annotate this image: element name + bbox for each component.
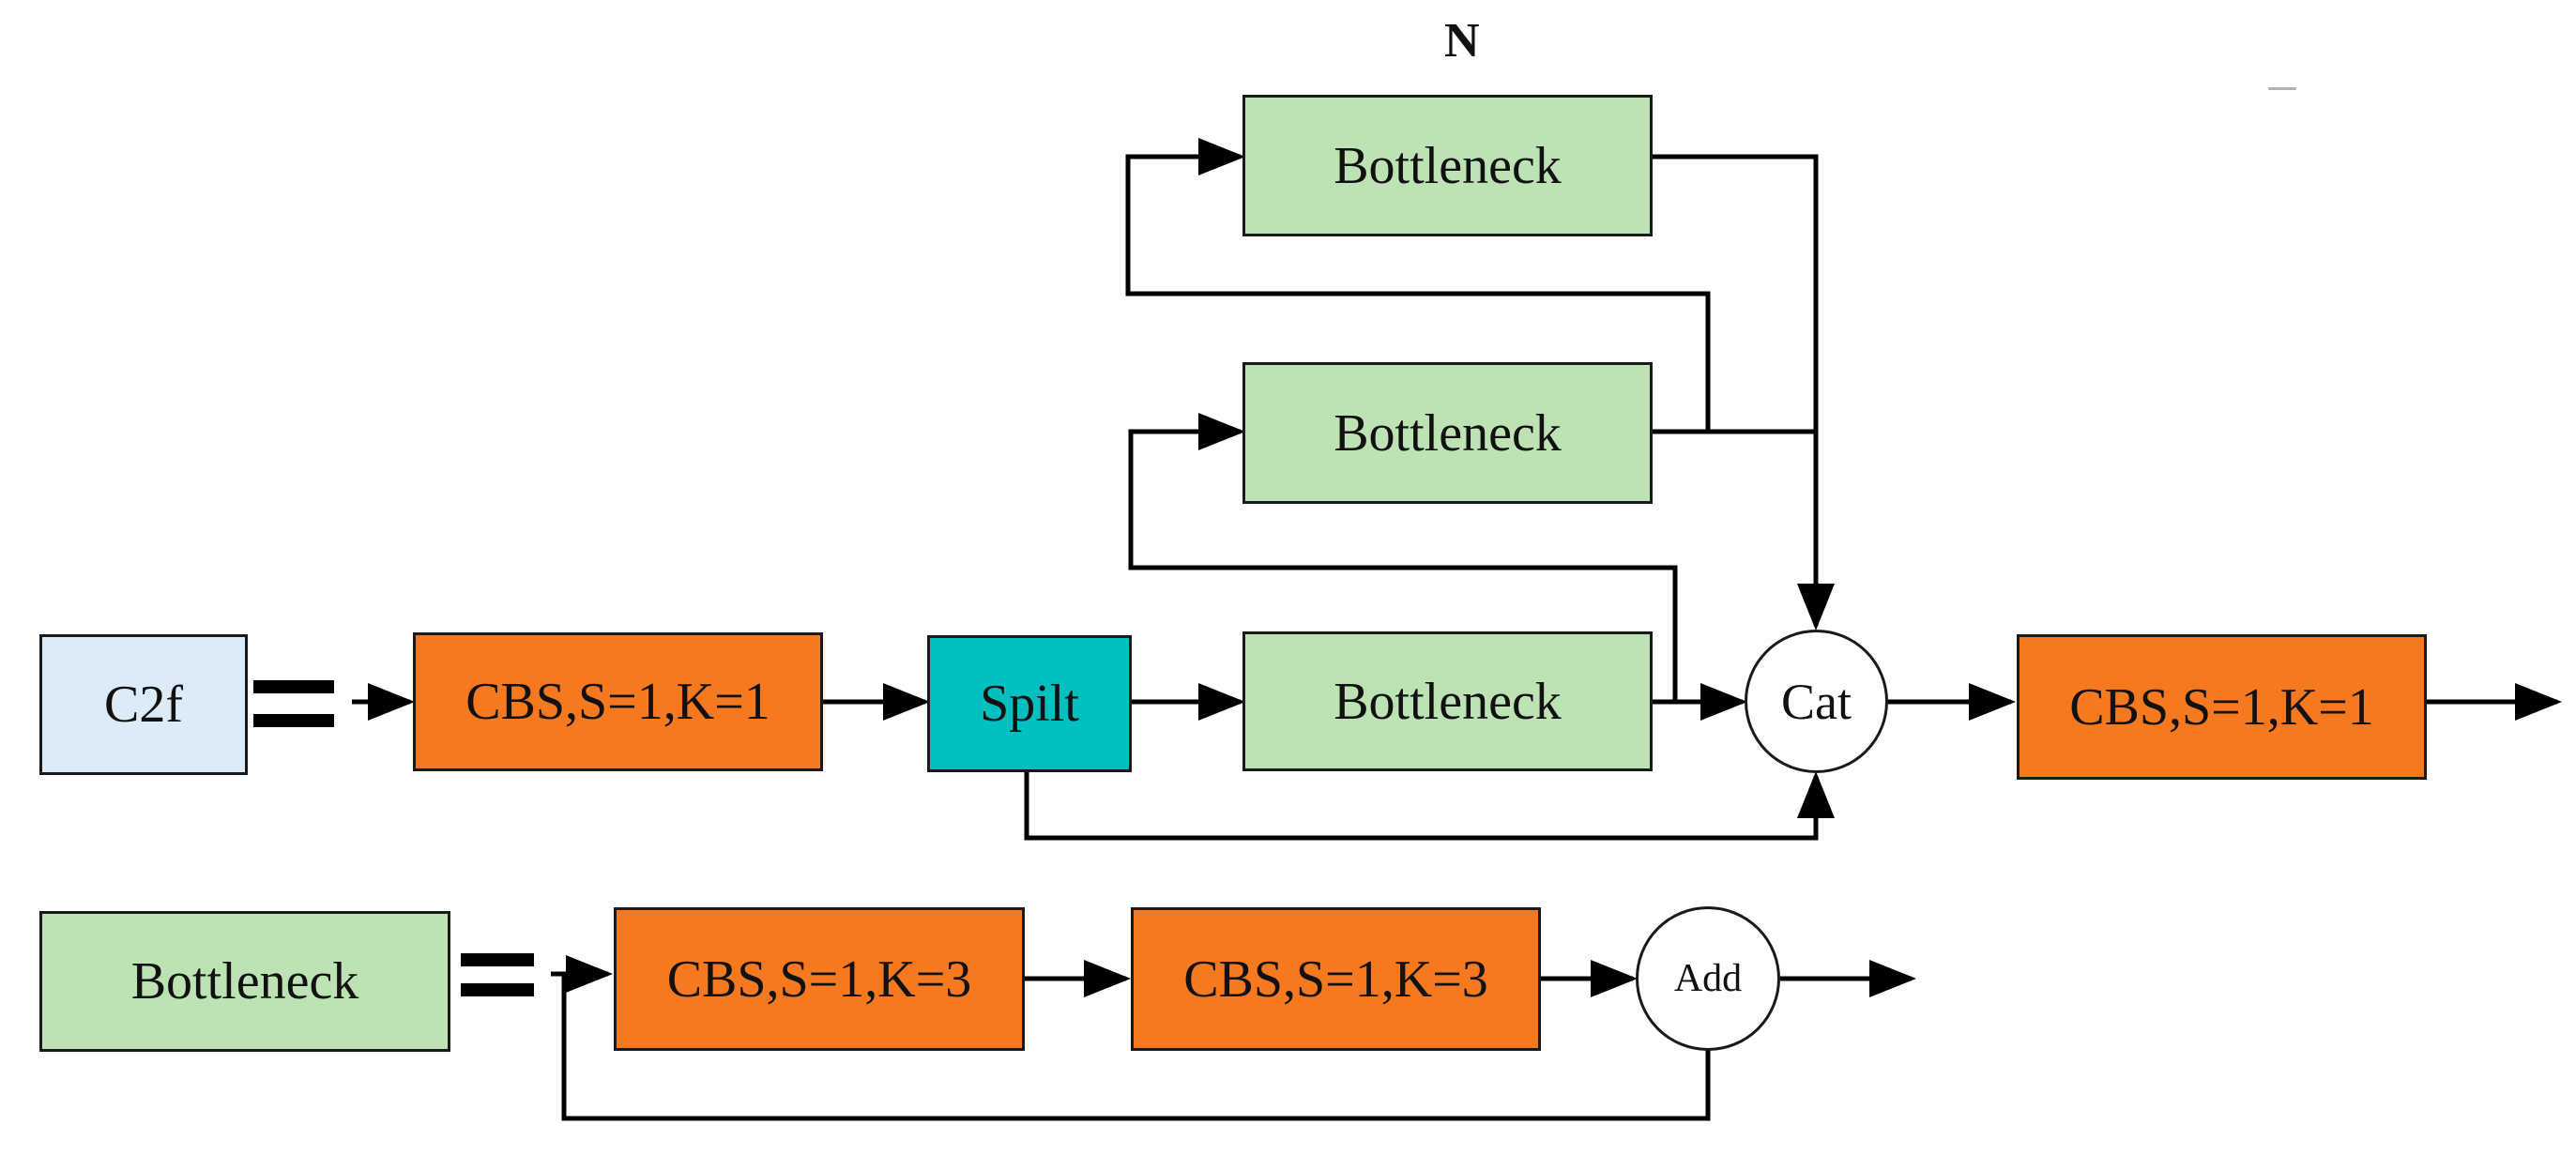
equals-sign-2 xyxy=(461,953,534,998)
arrow-b2-up-loop xyxy=(1125,138,1711,432)
arrow-split-skip-to-cat xyxy=(1024,771,1835,841)
add-node: Add xyxy=(1636,906,1780,1051)
equals-sign xyxy=(253,680,334,731)
c2f-title-box: C2f xyxy=(39,634,248,775)
bottleneck-block-bottom: Bottleneck xyxy=(1242,631,1653,771)
arrow-b1-feed-to-b2 xyxy=(1128,413,1678,702)
arrow-add-residual xyxy=(561,974,1711,1121)
bottleneck-title-box: Bottleneck xyxy=(39,911,450,1052)
cbs-input-block: CBS,S=1,K=1 xyxy=(413,632,823,771)
cbs-k3-block-1: CBS,S=1,K=3 xyxy=(614,907,1025,1051)
bottleneck-block-middle: Bottleneck xyxy=(1242,362,1653,504)
scan-mark xyxy=(2268,87,2296,90)
cbs-output-block: CBS,S=1,K=1 xyxy=(2017,634,2427,780)
cbs-k3-block-2: CBS,S=1,K=3 xyxy=(1131,907,1541,1051)
concat-node: Cat xyxy=(1745,630,1888,773)
split-block: Spilt xyxy=(927,635,1132,772)
repeat-count-label: N xyxy=(1444,14,1480,68)
bottleneck-block-top: Bottleneck xyxy=(1242,95,1653,236)
arrow-b3-to-cat xyxy=(1652,154,1835,631)
